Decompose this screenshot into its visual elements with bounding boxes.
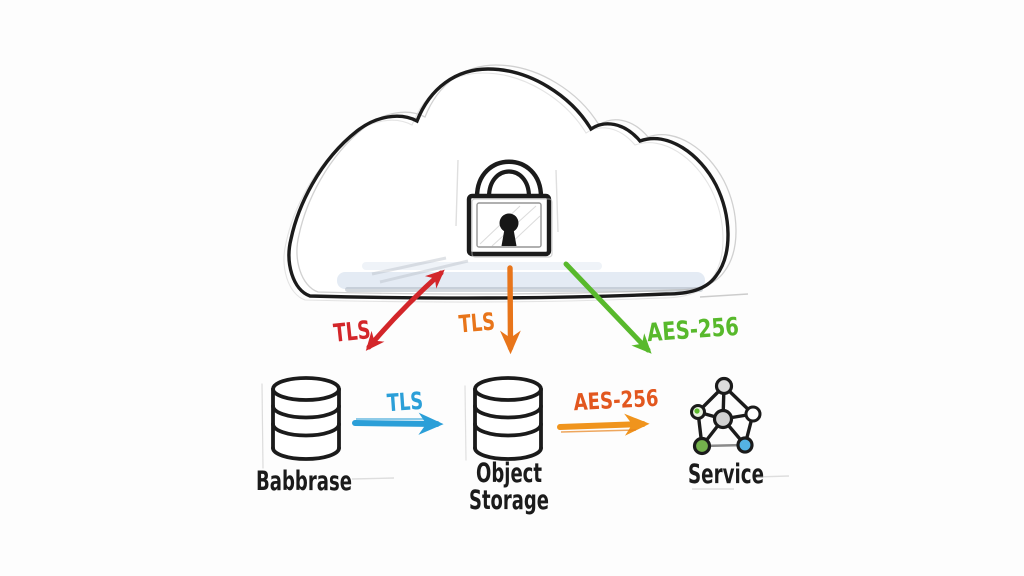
padlock-keyhole-stem: [501, 229, 517, 246]
guide-line-lock-right: [555, 169, 559, 233]
object-storage-band-2: [473, 422, 543, 438]
database-label: Babbrase: [256, 466, 352, 497]
network-node-bottom-right: [736, 436, 754, 454]
database-top: [271, 376, 341, 402]
edge-cloud-database-label: TLS: [332, 315, 372, 348]
object-storage-bottom: [473, 446, 543, 461]
object-storage-top: [473, 376, 543, 402]
database-guide-line: [261, 383, 264, 469]
network-icon: [690, 376, 762, 456]
network-node-top: [714, 376, 734, 396]
service-label: Service: [688, 459, 764, 490]
object-storage-band-1: [473, 404, 543, 420]
edge-objectstorage-service-echo: [560, 429, 637, 433]
padlock-keyhole: [499, 213, 519, 233]
padlock-body-inner-line: [476, 202, 542, 248]
network-node-left-dot: [694, 408, 700, 414]
cloud-icon: [283, 64, 749, 303]
cloud-echo-stroke-1: [296, 64, 737, 295]
edge-cloud-database-arrow: [365, 269, 445, 351]
padlock-icon: [466, 159, 553, 258]
edge-database-objectstorage-label: TLS: [386, 387, 424, 417]
object-storage-label-line2: Storage: [469, 485, 549, 516]
edge-cloud-objectstorage-label: TLS: [458, 307, 496, 338]
network-node-bottom-left: [692, 436, 712, 456]
padlock-shackle-inner: [486, 169, 532, 200]
object-storage-label-line1: Object: [476, 458, 542, 489]
cloud-shade-band-2: [362, 262, 602, 270]
object-storage-guide-line: [464, 385, 467, 461]
database-label-guide: [351, 477, 395, 480]
object-storage-icon: [464, 376, 543, 461]
network-node-center: [712, 408, 734, 430]
edge-cloud-service-arrow: [563, 261, 652, 354]
padlock-shackle-outer: [474, 159, 544, 200]
edge-database-objectstorage-arrow: [352, 412, 444, 435]
database-icon: [261, 376, 341, 469]
edge-objectstorage-service-arrow: [557, 413, 650, 436]
edge-cloud-objectstorage-arrow: [499, 265, 521, 355]
padlock-echo: [471, 198, 553, 258]
cloud-tail-line: [699, 293, 749, 298]
edge-cloud-service-label: AES-256: [646, 312, 740, 347]
service-label-guide-right: [756, 475, 790, 478]
database-band-1: [271, 404, 341, 420]
guide-line-lock-left: [455, 159, 459, 227]
network-node-right: [744, 405, 762, 423]
cloud-outline: [287, 67, 730, 300]
edge-objectstorage-service-label: AES-256: [573, 386, 659, 416]
database-band-2: [271, 422, 341, 438]
database-bottom: [271, 446, 341, 461]
